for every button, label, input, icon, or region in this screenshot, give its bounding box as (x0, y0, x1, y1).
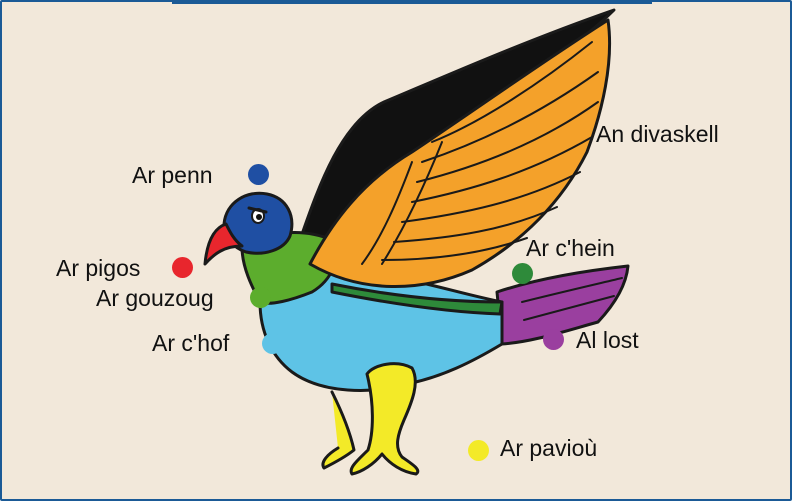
neck-dot (250, 287, 271, 308)
neck-label: Ar gouzoug (96, 287, 214, 310)
wing-label: An divaskell (596, 123, 719, 146)
beak-label: Ar pigos (56, 257, 140, 280)
head-dot (248, 164, 269, 185)
wing-dot (564, 123, 585, 144)
beak-dot (172, 257, 193, 278)
feet-dot (468, 440, 489, 461)
chest-label: Ar c'hof (152, 332, 229, 355)
back-dot (512, 263, 533, 284)
chest-dot (262, 333, 283, 354)
head-label: Ar penn (132, 164, 213, 187)
tail-label: Al lost (576, 329, 639, 352)
feet-label: Ar pavioù (500, 437, 597, 460)
tail-dot (543, 329, 564, 350)
back-label: Ar c'hein (526, 237, 615, 260)
